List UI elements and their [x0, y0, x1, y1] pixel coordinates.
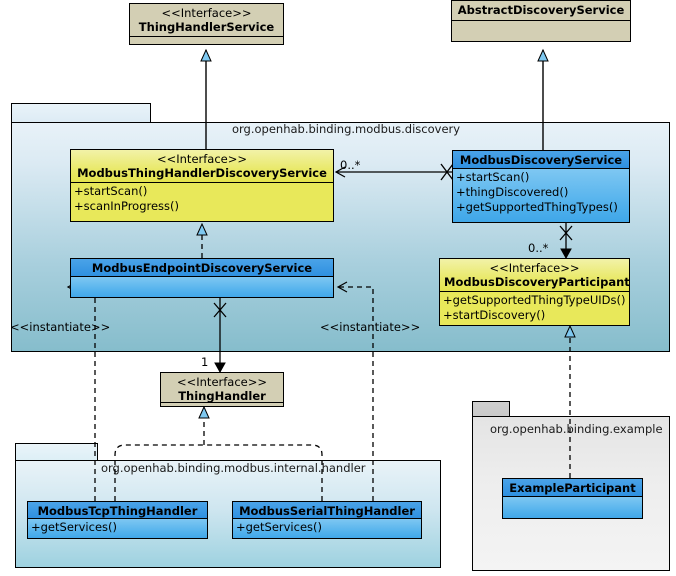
- class-modbus-discovery-participant[interactable]: <<Interface>> ModbusDiscoveryParticipant…: [439, 258, 630, 326]
- class-modbus-endpoint-discovery-service[interactable]: ModbusEndpointDiscoveryService: [70, 258, 334, 298]
- class-abstract-discovery-service[interactable]: AbstractDiscoveryService: [451, 0, 631, 42]
- class-body: +getServices(): [233, 519, 421, 538]
- operation: +getSupportedThingTypes(): [456, 200, 618, 214]
- class-body: [452, 21, 630, 41]
- class-body: [130, 37, 283, 44]
- operation: +thingDiscovered(): [456, 185, 569, 199]
- class-name: AbstractDiscoveryService: [457, 3, 625, 17]
- operation: +getServices(): [236, 520, 322, 534]
- edge-label-instantiate-left: <<instantiate>>: [10, 320, 111, 334]
- class-modbus-serial-thing-handler[interactable]: ModbusSerialThingHandler +getServices(): [232, 501, 422, 539]
- class-modbus-tcp-thing-handler[interactable]: ModbusTcpThingHandler +getServices(): [27, 501, 208, 539]
- operation: +scanInProgress(): [74, 199, 180, 213]
- class-header: <<Interface>> ModbusDiscoveryParticipant: [440, 259, 629, 292]
- class-body: +startScan() +thingDiscovered() +getSupp…: [453, 169, 629, 222]
- class-stereotype: <<Interface>>: [161, 6, 252, 20]
- class-body: +startScan() +scanInProgress(): [71, 183, 333, 221]
- class-header: <<Interface>> ThingHandler: [161, 373, 283, 403]
- class-name: ModbusEndpointDiscoveryService: [91, 261, 313, 275]
- class-name: ModbusDiscoveryParticipant: [444, 275, 630, 289]
- class-body: [71, 277, 333, 297]
- package-tab-example: [472, 401, 510, 417]
- class-thing-handler[interactable]: <<Interface>> ThingHandler: [160, 372, 284, 407]
- class-modbus-thing-handler-discovery-service[interactable]: <<Interface>> ModbusThingHandlerDiscover…: [70, 149, 334, 222]
- package-label-discovery: org.openhab.binding.modbus.discovery: [232, 122, 461, 136]
- class-name: ModbusThingHandlerDiscoveryService: [77, 166, 327, 180]
- class-name: ModbusDiscoveryService: [459, 153, 623, 167]
- class-name: ModbusTcpThingHandler: [37, 504, 198, 518]
- class-name: ExampleParticipant: [509, 481, 636, 495]
- package-tab-discovery: [11, 103, 151, 123]
- class-header: <<Interface>> ModbusThingHandlerDiscover…: [71, 150, 333, 183]
- package-tab-handler: [15, 443, 98, 461]
- class-header: ModbusEndpointDiscoveryService: [71, 259, 333, 277]
- class-thing-handler-service[interactable]: <<Interface>> ThingHandlerService: [129, 3, 284, 45]
- class-header: <<Interface>> ThingHandlerService: [130, 4, 283, 37]
- operation: +startScan(): [456, 170, 530, 184]
- class-stereotype: <<Interface>>: [489, 261, 580, 275]
- class-name: ThingHandlerService: [138, 20, 275, 34]
- edge-label-instantiate-right: <<instantiate>>: [320, 320, 421, 334]
- class-body: [161, 403, 283, 406]
- class-header: ExampleParticipant: [503, 479, 642, 497]
- class-body: [503, 497, 642, 518]
- operation: +startScan(): [74, 184, 148, 198]
- edge-label-multiplicity-right: 0..*: [528, 241, 549, 255]
- class-stereotype: <<Interface>>: [176, 375, 268, 389]
- operation: +getServices(): [31, 520, 117, 534]
- operation: +getSupportedThingTypeUIDs(): [443, 293, 626, 307]
- edge-label-multiplicity-one: 1: [201, 355, 209, 369]
- class-header: ModbusTcpThingHandler: [28, 502, 207, 519]
- class-header: AbstractDiscoveryService: [452, 1, 630, 21]
- class-body: +getServices(): [28, 519, 207, 538]
- class-stereotype: <<Interface>>: [156, 152, 248, 166]
- edge-label-multiplicity-left: 0..*: [340, 158, 361, 172]
- class-example-participant[interactable]: ExampleParticipant: [502, 478, 643, 519]
- class-header: ModbusSerialThingHandler: [233, 502, 421, 519]
- class-name: ThingHandler: [178, 389, 266, 403]
- package-label-example: org.openhab.binding.example: [490, 422, 663, 436]
- class-name: ModbusSerialThingHandler: [239, 504, 415, 518]
- class-header: ModbusDiscoveryService: [453, 151, 629, 169]
- class-modbus-discovery-service[interactable]: ModbusDiscoveryService +startScan() +thi…: [452, 150, 630, 223]
- class-body: +getSupportedThingTypeUIDs() +startDisco…: [440, 292, 629, 325]
- operation: +startDiscovery(): [443, 308, 546, 322]
- package-label-handler: org.openhab.binding.modbus.internal.hand…: [101, 461, 366, 475]
